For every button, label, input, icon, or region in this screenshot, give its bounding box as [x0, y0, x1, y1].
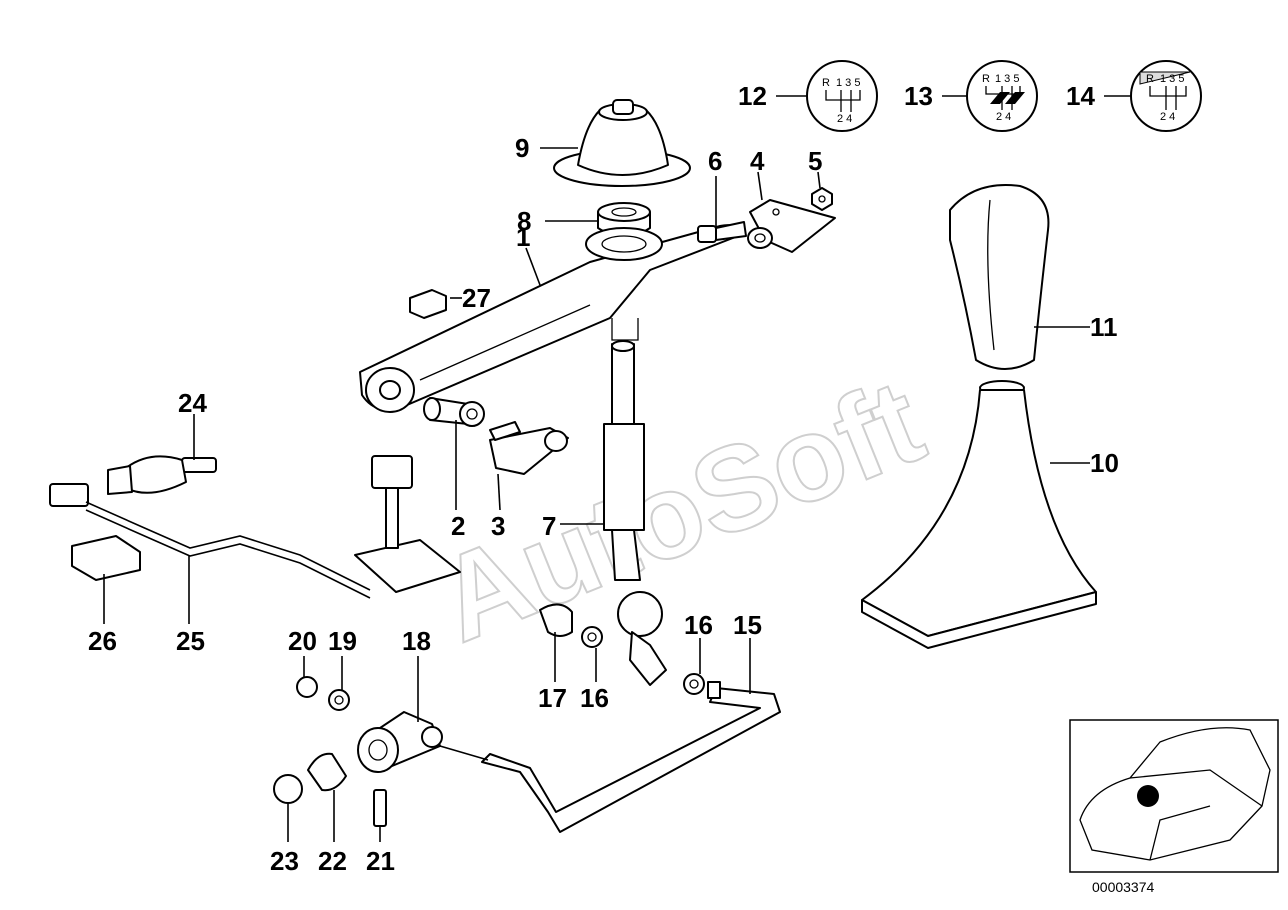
part-7-shift-rod — [603, 340, 667, 686]
part-4-bracket — [747, 199, 836, 253]
knob-14-top: 1 3 5 — [1160, 73, 1184, 85]
knob-12-r: R — [822, 77, 830, 89]
label-9: 9 — [515, 133, 529, 163]
part-15-selector-rod — [481, 681, 781, 833]
part-18-joint — [357, 711, 443, 773]
label-16-lower: 16 — [580, 683, 609, 713]
label-23: 23 — [270, 846, 299, 876]
label-1: 1 — [516, 222, 530, 252]
label-11: 11 — [1090, 312, 1118, 342]
label-8: 8 — [517, 206, 531, 236]
part-19-ring — [328, 689, 350, 711]
part-number-labels: 12 13 14 9 6 4 5 8 1 27 11 24 10 2 3 7 1… — [88, 81, 1119, 876]
label-20: 20 — [288, 626, 317, 656]
label-10: 10 — [1090, 448, 1119, 478]
knob-13-r: R — [982, 73, 990, 85]
part-10-gaiter — [861, 380, 1097, 649]
knob-pattern-13: R 1 3 5 2 4 — [966, 60, 1038, 132]
label-6: 6 — [708, 146, 722, 176]
label-14: 14 — [1066, 81, 1095, 111]
label-25: 25 — [176, 626, 205, 656]
part-11-knob — [949, 184, 1050, 370]
part-21-pin — [373, 789, 387, 827]
knob-pattern-14: R 1 3 5 2 4 — [1130, 60, 1202, 132]
label-16-upper: 16 — [684, 610, 713, 640]
label-22: 22 — [318, 846, 347, 876]
label-2: 2 — [451, 511, 465, 541]
label-17: 17 — [538, 683, 567, 713]
label-21: 21 — [366, 846, 395, 876]
car-location-panel: 00003374 — [1069, 719, 1279, 895]
part-6-bolt — [697, 221, 747, 243]
part-27-clip — [409, 289, 447, 319]
knob-14-r: R — [1146, 73, 1154, 85]
knob-13-top: 1 3 5 — [995, 73, 1019, 85]
part-3-clip — [489, 421, 569, 475]
knob-pattern-12: R 1 3 5 2 4 — [806, 60, 878, 132]
part-26-clip — [71, 535, 141, 581]
label-4: 4 — [750, 146, 765, 176]
part-1-lever-arm — [359, 224, 740, 413]
part-17-clip — [539, 603, 573, 637]
label-7: 7 — [542, 511, 556, 541]
label-12: 12 — [738, 81, 767, 111]
part-5-nut — [811, 187, 833, 211]
part-23-cap — [273, 774, 303, 804]
diagram-code: 00003374 — [1092, 879, 1155, 895]
switch-plate — [354, 455, 461, 593]
label-18: 18 — [402, 626, 431, 656]
label-5: 5 — [808, 146, 822, 176]
label-13: 13 — [904, 81, 933, 111]
label-3: 3 — [491, 511, 505, 541]
part-25-cable — [49, 483, 371, 599]
part-16-washer-b — [683, 673, 705, 695]
knob-12-top: 1 3 5 — [836, 77, 860, 89]
label-26: 26 — [88, 626, 117, 656]
part-24-switch — [107, 455, 217, 495]
knob-12-bottom: 2 4 — [837, 113, 852, 125]
part-9-boot — [553, 99, 691, 187]
leader-lines — [103, 95, 1131, 842]
part-16-washer-a — [581, 626, 603, 648]
label-15: 15 — [733, 610, 762, 640]
label-19: 19 — [328, 626, 357, 656]
part-22-sleeve — [307, 752, 347, 792]
label-24: 24 — [178, 388, 207, 418]
knob-13-bottom: 2 4 — [996, 111, 1011, 123]
part-2-bushing — [423, 397, 485, 427]
knob-14-bottom: 2 4 — [1160, 111, 1175, 123]
part-20-ring — [296, 676, 318, 698]
label-27: 27 — [462, 283, 491, 313]
